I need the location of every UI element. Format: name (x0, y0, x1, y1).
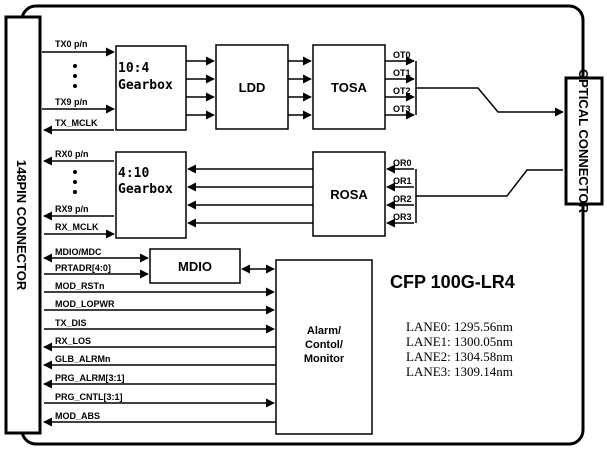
alarm-line2: Contol/ (305, 339, 343, 351)
rx0-label: RX0 p/n (55, 149, 89, 159)
pin-connector-box (4, 15, 42, 435)
rx9-label: RX9 p/n (55, 204, 89, 214)
tx-mux-lines (415, 61, 564, 117)
sig-prtadr: PRTADR[4:0] (55, 263, 111, 273)
ot2-label: OT2 (393, 86, 411, 96)
rx-mclk-label: RX_MCLK (55, 222, 99, 232)
tx-gearbox (115, 45, 187, 131)
rosa-label: ROSA (330, 187, 368, 202)
tx-ellipsis (73, 64, 77, 88)
ot3-label: OT3 (393, 104, 411, 114)
tx-signal-lines (42, 47, 115, 135)
tosa-label: TOSA (331, 80, 367, 95)
sig-mod-lopwr: MOD_LOPWR (55, 299, 115, 309)
rx-gearbox (115, 151, 187, 239)
optical-connector-box (564, 76, 604, 206)
sig-rx-los: RX_LOS (55, 336, 91, 346)
tx-mclk-label: TX_MCLK (55, 118, 98, 128)
sig-prg-alrm: PRG_ALRM[3:1] (55, 373, 125, 383)
tx9-label: TX9 p/n (55, 97, 88, 107)
ldd-label: LDD (239, 80, 266, 95)
lane3-text: LANE3: 1309.14nm (406, 364, 513, 379)
mdio-box (149, 248, 241, 284)
sig-prg-cntl: PRG_CNTL[3:1] (55, 392, 123, 402)
ldd-to-tosa-lanes (288, 56, 312, 120)
ldd-box (215, 44, 289, 130)
product-title: CFP 100G-LR4 (390, 272, 515, 292)
tosa-output-lanes (385, 56, 415, 120)
lane0-text: LANE0: 1295.56nm (406, 319, 513, 334)
rx-ellipsis (73, 170, 77, 194)
or3-label: OR3 (393, 212, 412, 222)
sig-mdio-mdc: MDIO/MDC (55, 247, 102, 257)
ot0-label: OT0 (393, 50, 411, 60)
or2-label: OR2 (393, 194, 412, 204)
rosa-box (312, 151, 386, 237)
sig-glb-alrmn: GLB_ALRMn (55, 354, 111, 364)
gearbox-to-ldd-lanes (186, 56, 215, 120)
or0-label: OR0 (393, 158, 412, 168)
rx-gearbox-ratio: 4:10 (118, 166, 149, 181)
sig-mod-rstn: MOD_RSTn (55, 281, 105, 291)
or1-label: OR1 (393, 176, 412, 186)
tx-gearbox-ratio: 10:4 (118, 61, 149, 76)
rx-demux-lines (415, 169, 563, 223)
rosa-input-lanes (386, 164, 414, 228)
alarm-line1: Alarm/ (307, 325, 341, 337)
alarm-line3: Monitor (304, 353, 345, 365)
tx-gearbox-name: Gearbox (118, 78, 173, 93)
tx0-label: TX0 p/n (55, 39, 88, 49)
rx-gearbox-name: Gearbox (118, 182, 173, 197)
sig-tx-dis: TX_DIS (55, 318, 87, 328)
mdio-label: MDIO (178, 259, 212, 274)
rx-signal-lines (43, 156, 115, 239)
optical-connector-label: OPTICAL CONNECTOR (576, 69, 591, 214)
pin-connector-label: 148PIN CONNECTOR (14, 160, 29, 291)
lane2-text: LANE2: 1304.58nm (406, 349, 513, 364)
sig-mod-abs: MOD_ABS (55, 411, 100, 421)
control-signal-lines (43, 253, 276, 427)
ot1-label: OT1 (393, 68, 411, 78)
rosa-to-gearbox-lanes (187, 164, 313, 228)
lane1-text: LANE1: 1300.05nm (406, 334, 513, 349)
tosa-box (312, 44, 386, 130)
